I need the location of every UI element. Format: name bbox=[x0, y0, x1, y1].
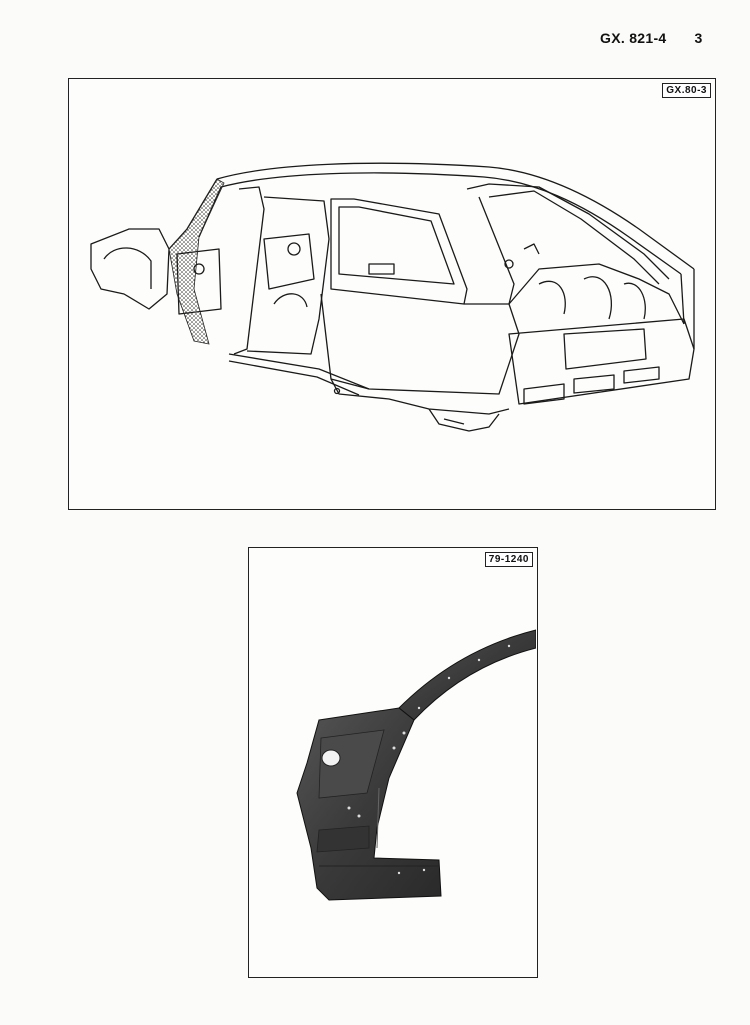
figure-side-panel-photo: 79-1240 bbox=[248, 547, 538, 978]
document-reference: GX. 821-4 bbox=[600, 30, 667, 46]
figure-body-shell: GX.80-3 bbox=[68, 78, 716, 510]
side-panel-photo bbox=[296, 629, 536, 901]
figure-reference-label: GX.80-3 bbox=[662, 83, 711, 98]
car-body-shell-drawing bbox=[90, 162, 695, 432]
page-number: 3 bbox=[694, 30, 703, 46]
page-header: GX. 821-4 3 bbox=[600, 30, 703, 46]
figure-reference-label: 79-1240 bbox=[484, 552, 533, 567]
